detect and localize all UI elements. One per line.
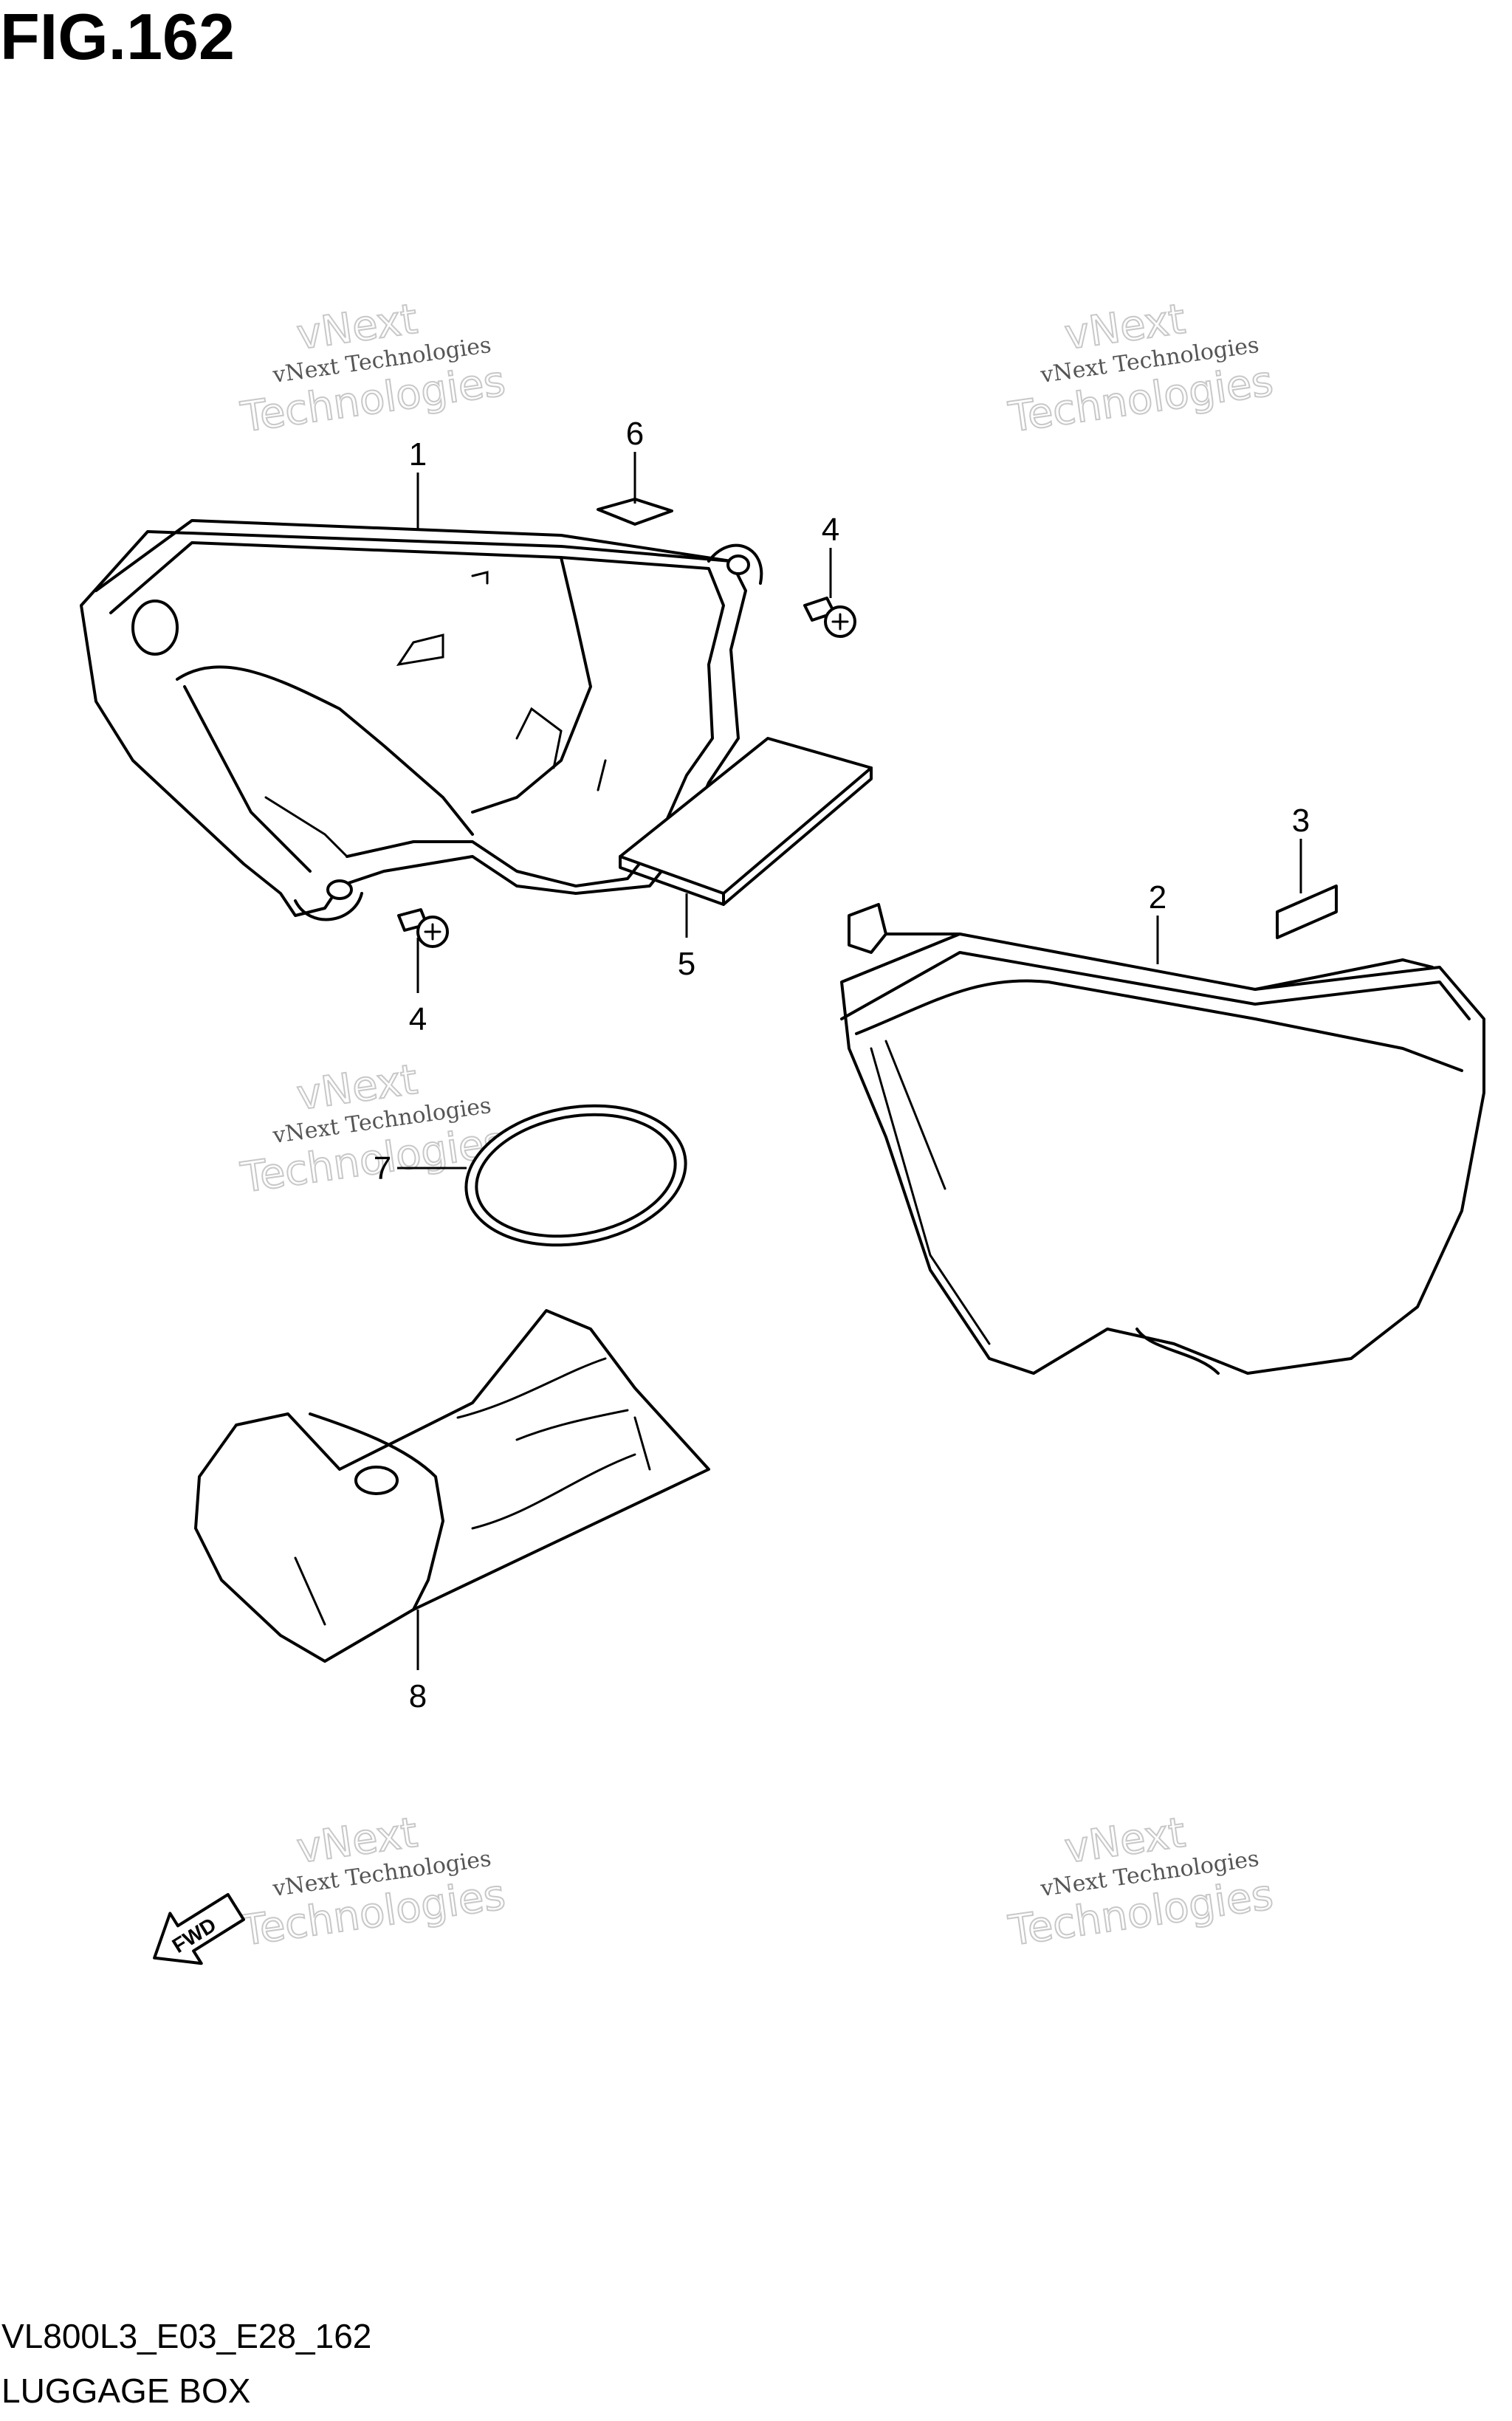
callout-3: 3 <box>1292 803 1310 839</box>
part-5-pad-drawing <box>619 737 873 906</box>
leader-lines <box>397 452 1302 1670</box>
watermark-bottom-left: vNext Technologies vNext Technologies <box>237 1808 509 1957</box>
part-2-cover-drawing <box>840 903 1485 1375</box>
callout-6: 6 <box>626 416 644 452</box>
callout-4-upper: 4 <box>822 512 839 548</box>
part-8-bag-drawing <box>194 1309 710 1663</box>
callout-7: 7 <box>374 1150 391 1187</box>
part-6-label-drawing <box>597 498 673 526</box>
watermark-top-right: vNext Technologies vNext Technologies <box>1005 295 1276 443</box>
callouts: 1 2 3 4 4 5 6 7 8 <box>374 416 1310 1714</box>
figure-title: FIG.162 <box>0 0 235 73</box>
callout-1: 1 <box>409 436 427 473</box>
callout-8: 8 <box>409 1678 427 1714</box>
callout-5: 5 <box>678 946 695 982</box>
part-3-label-drawing <box>1276 885 1338 939</box>
part-4-screw-lower-drawing <box>397 908 449 948</box>
fwd-arrow: FWD <box>153 1892 245 1965</box>
watermark-bottom-right: vNext Technologies vNext Technologies <box>1005 1808 1276 1957</box>
part-7-band-drawing <box>464 1104 687 1247</box>
watermark-top-left: vNext Technologies vNext Technologies <box>237 295 509 443</box>
callout-2: 2 <box>1149 879 1166 916</box>
part-4-screw-upper-drawing <box>803 597 856 638</box>
figure-code: VL800L3_E03_E28_162 <box>1 2317 372 2355</box>
figure-name: LUGGAGE BOX <box>1 2372 251 2410</box>
callout-4-lower: 4 <box>409 1001 427 1037</box>
part-1-luggage-box-drawing <box>80 519 763 921</box>
